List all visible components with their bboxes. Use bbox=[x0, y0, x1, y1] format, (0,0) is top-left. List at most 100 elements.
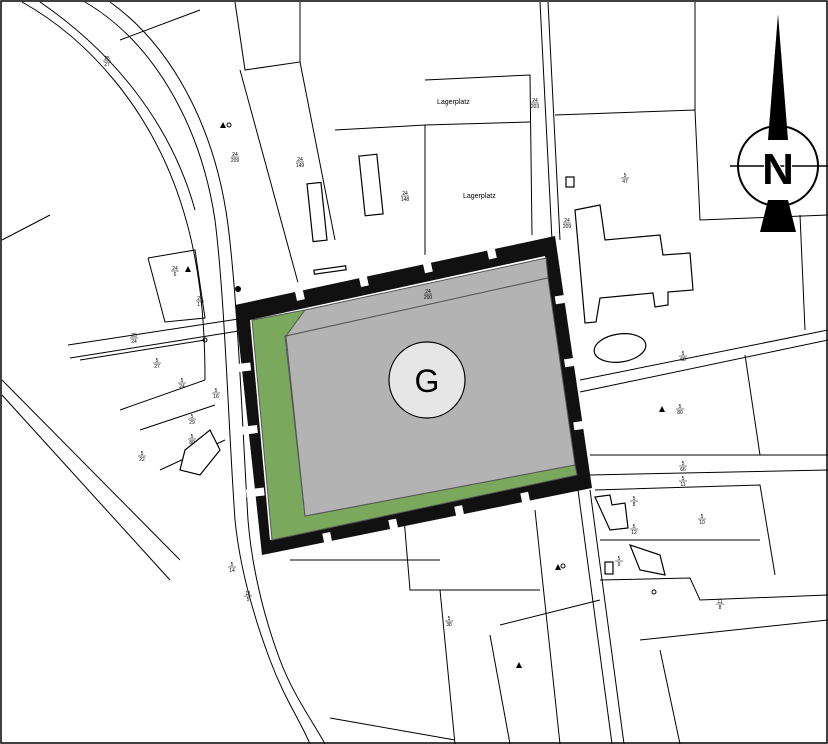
parcel-number-top: 24 bbox=[232, 152, 238, 158]
parcel-number-top: 5 bbox=[633, 496, 636, 502]
parcel-number-bottom: 80 bbox=[677, 410, 683, 416]
parcel-number-bottom: 9 bbox=[618, 562, 621, 568]
parcel-number: 547 bbox=[621, 173, 629, 185]
parcel-number: 246 bbox=[171, 266, 179, 278]
building bbox=[306, 181, 328, 243]
parcel-number-top: 5 bbox=[448, 616, 451, 622]
parcel-number-bottom: 11 bbox=[680, 482, 685, 488]
zone-border-gap bbox=[232, 362, 252, 373]
north-arrow-tail bbox=[760, 200, 796, 232]
map-symbols bbox=[185, 122, 665, 668]
zone-border-gap bbox=[520, 491, 532, 512]
parcel-number-top: 24 bbox=[297, 157, 303, 163]
building bbox=[628, 544, 666, 576]
parcel-number-bottom: 200 bbox=[424, 295, 433, 301]
parcel-number-top: 5 bbox=[141, 451, 144, 457]
parcel-number-bottom: 24 bbox=[179, 384, 185, 390]
parcel-number-top: 5 bbox=[181, 378, 184, 384]
parcel-number: 568 bbox=[679, 351, 687, 363]
marker-icon bbox=[651, 589, 657, 595]
parcel-number: 524 bbox=[178, 378, 186, 390]
zone-border-gap bbox=[421, 253, 433, 274]
parcel-number-bottom: 22 bbox=[139, 457, 145, 463]
parcel-number-bottom: 148 bbox=[401, 197, 410, 203]
tree-icon bbox=[185, 266, 191, 272]
parcel-number-top: 5 bbox=[624, 173, 627, 179]
building bbox=[179, 429, 221, 476]
parcel-number-bottom: 8 bbox=[719, 605, 722, 611]
building bbox=[313, 265, 347, 275]
parcel-number-bottom: 14 bbox=[229, 568, 235, 574]
parcel-number-top: 24 bbox=[532, 98, 538, 104]
parcel-number: 115 bbox=[244, 591, 252, 603]
zone-g-badge: G bbox=[388, 341, 466, 419]
parcel-number-top: 5 bbox=[215, 388, 218, 394]
parcel-number-top: 5 bbox=[156, 358, 159, 364]
survey-point bbox=[235, 286, 241, 292]
parcel-number-bottom: 17 bbox=[197, 302, 203, 308]
parcel-number-top: 24 bbox=[197, 296, 203, 302]
marker-icon bbox=[226, 122, 232, 128]
parcel-number-top: 24 bbox=[172, 266, 178, 272]
parcel-number: 512 bbox=[630, 524, 638, 536]
parcel-number: 59 bbox=[615, 556, 623, 568]
parcel-number: 516 bbox=[212, 388, 220, 400]
parcel-number-top: 5 bbox=[701, 514, 704, 520]
building bbox=[565, 176, 575, 188]
zone-border-gap bbox=[554, 293, 574, 305]
west-road bbox=[1, 317, 246, 581]
parcel-number: 580 bbox=[676, 404, 684, 416]
zone-border-gap bbox=[485, 240, 497, 260]
parcel-number-bottom: 8 bbox=[633, 502, 636, 508]
building bbox=[604, 561, 614, 575]
parcel-number-top: 24 bbox=[425, 289, 431, 295]
area-label-lagerplatz: Lagerplatz bbox=[463, 193, 496, 200]
building bbox=[574, 204, 694, 324]
area-label-lagerplatz: Lagerplatz bbox=[437, 99, 470, 106]
parcel-number-bottom: 12 bbox=[631, 530, 637, 536]
buildings bbox=[179, 153, 694, 576]
parcel-number-top: 5 bbox=[191, 434, 194, 440]
parcel-number-bottom: 209 bbox=[563, 224, 572, 230]
pond bbox=[593, 333, 647, 363]
parcel-number-top: 24 bbox=[402, 191, 408, 197]
parcel-number-top: 24 bbox=[564, 218, 570, 224]
north-arrow: N bbox=[730, 14, 828, 232]
zone-border-gap bbox=[564, 356, 583, 368]
parcel-number-top: 11 bbox=[717, 599, 722, 605]
parcel-number-bottom: 149 bbox=[296, 163, 305, 169]
north-arrow-head bbox=[768, 14, 788, 140]
zone-border-gap bbox=[239, 425, 258, 435]
zone-border-gaps bbox=[232, 240, 593, 552]
parcel-number-bottom: 38 bbox=[446, 622, 452, 628]
parcel-number-top: 5 bbox=[633, 524, 636, 530]
parcel-number: 510 bbox=[698, 514, 706, 526]
parcel-number: 580 bbox=[188, 434, 196, 446]
tree-icon bbox=[516, 662, 522, 668]
parcel-number-bottom: 27 bbox=[104, 62, 110, 68]
parcel-number-bottom: 66 bbox=[680, 467, 686, 473]
parcel-number-bottom: 6 bbox=[174, 272, 177, 278]
zone-border-gap bbox=[245, 487, 265, 498]
parcel-number-bottom: 203 bbox=[531, 104, 540, 110]
zone-border-gap bbox=[388, 518, 400, 538]
zone-border-gap bbox=[357, 267, 369, 288]
parcel-number-top: 5 bbox=[231, 562, 234, 568]
parcel-number-top: 5 bbox=[618, 556, 621, 562]
parcel-number: 538 bbox=[445, 616, 453, 628]
parcel-number-top: 25 bbox=[104, 56, 110, 62]
parcel-number-top: 11 bbox=[245, 591, 250, 597]
tree-icon bbox=[555, 564, 561, 570]
parcel-number: 522 bbox=[138, 451, 146, 463]
parcel-number: 514 bbox=[228, 562, 236, 574]
parcel-number: 58 bbox=[630, 496, 638, 508]
zone-border-gap bbox=[293, 281, 305, 301]
parcel-number: 511 bbox=[679, 476, 687, 488]
